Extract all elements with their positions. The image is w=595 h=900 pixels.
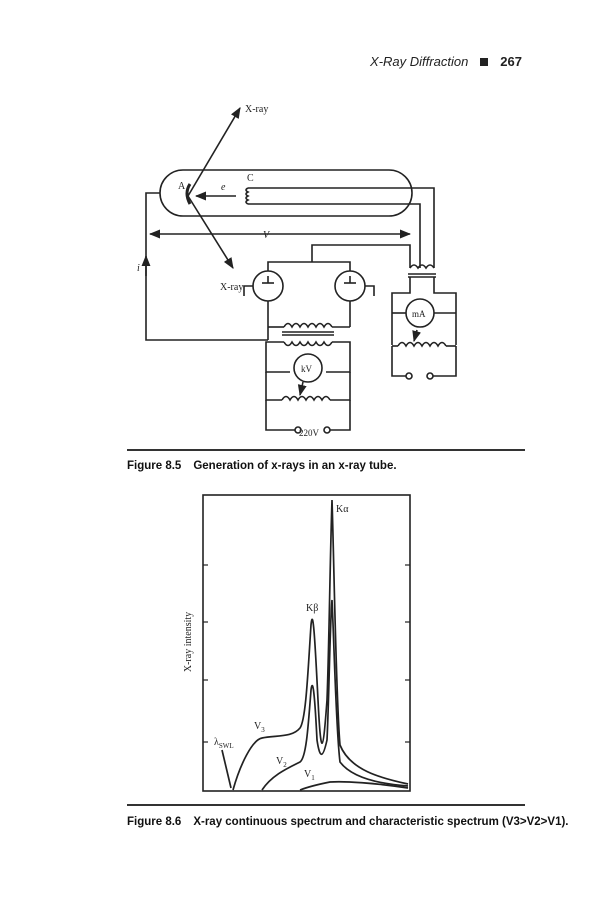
diagram-labels: X-ray X-ray A C e V i mA kV 220V [137,104,426,438]
supply-label: 220V [299,428,320,438]
rectifier-tube-right [334,270,366,302]
chart-frame [202,494,411,792]
kb-label: Kβ [306,603,318,614]
caption-text: Generation of x-rays in an x-ray tube. [193,460,397,472]
hv-transformer-secondary [283,322,333,329]
current-label: i [137,263,140,274]
v3-label: V3 [254,721,265,734]
square-bullet-icon [480,58,489,67]
lambda-swl-pointer [221,749,232,789]
filament-control [397,341,447,348]
figure-rule [127,449,525,451]
running-head: X-Ray Diffraction 267 [370,54,522,69]
kv-meter [293,353,323,383]
caption-number: Figure 8.6 [127,816,182,828]
xray-tube-diagram [141,107,457,434]
xray-beam-down [187,195,234,269]
autotransformer [281,395,331,402]
running-head-title: X-Ray Diffraction [370,54,469,69]
caption-text: X-ray continuous spectrum and characteri… [193,816,569,828]
figure-caption: Figure 8.6 X-ray continuous spectrum and … [127,816,569,828]
page-number: 267 [500,54,522,69]
filament-transformer [409,264,435,270]
anode-label: A [178,181,186,192]
y-axis-label: X-ray intensity [183,612,194,672]
xray-top-label: X-ray [245,104,268,115]
anode-target [185,183,192,205]
lambda-swl-label: λSWL [214,737,234,750]
figure-caption: Figure 8.5 Generation of x-rays in an x-r… [127,460,567,472]
v2-label: V2 [276,756,287,769]
ma-label: mA [412,309,426,319]
rectifier-tube-left [252,270,284,302]
cathode-label: C [247,173,254,184]
figure-rule [127,804,525,806]
xray-tube-envelope [159,169,413,217]
voltage-label: V [263,230,271,241]
hv-transformer-primary [283,340,333,347]
v1-label: V1 [304,769,315,782]
series-v1-curve [299,780,409,791]
caption-number: Figure 8.5 [127,460,182,472]
electron-label: e [221,182,226,193]
kv-label: kV [301,364,313,374]
spectrum-chart: Kα Kβ λSWL V3 V2 V1 X-ray intensity [183,494,411,792]
xray-bottom-label: X-ray [220,282,243,293]
xray-beam-up [187,107,241,197]
series-v3-curve [232,499,409,791]
ka-label: Kα [336,504,349,515]
cathode-filament [245,187,250,205]
series-v2-curve [261,599,409,791]
